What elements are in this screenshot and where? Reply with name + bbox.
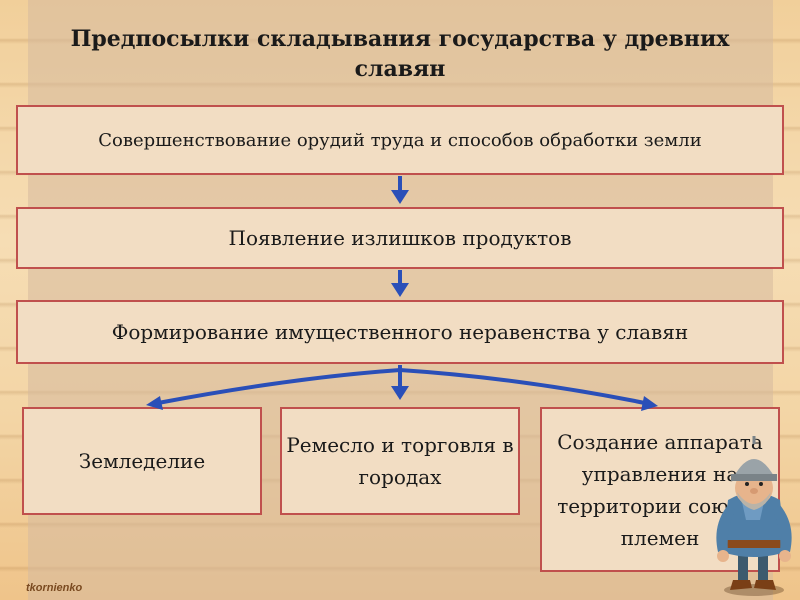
- arrow-inequality-to-agriculture: [146, 368, 401, 410]
- node-crafts-label: Ремесло и торговля в городах: [286, 433, 514, 489]
- node-tools: Совершенствование орудий труда и способо…: [16, 105, 784, 175]
- arrow-surplus-to-inequality: [391, 270, 409, 297]
- arrow-inequality-to-crafts: [391, 365, 409, 400]
- node-crafts: Ремесло и торговля в городах: [280, 407, 520, 515]
- arrow-inequality-to-administration: [399, 368, 658, 411]
- warrior-character-illustration: [716, 436, 792, 596]
- node-tools-label: Совершенствование орудий труда и способо…: [98, 129, 702, 151]
- node-inequality-label: Формирование имущественного неравенства …: [111, 320, 689, 344]
- node-inequality: Формирование имущественного неравенства …: [16, 300, 784, 364]
- node-agriculture: Земледелие: [22, 407, 262, 515]
- node-surplus-label: Появление излишков продуктов: [228, 226, 572, 250]
- author-credit: tkornienko: [26, 582, 83, 594]
- slide-title: Предпосылки складывания государства у др…: [70, 26, 730, 82]
- node-surplus: Появление излишков продуктов: [16, 207, 784, 269]
- arrow-tools-to-surplus: [391, 176, 409, 204]
- node-agriculture-label: Земледелие: [78, 449, 206, 473]
